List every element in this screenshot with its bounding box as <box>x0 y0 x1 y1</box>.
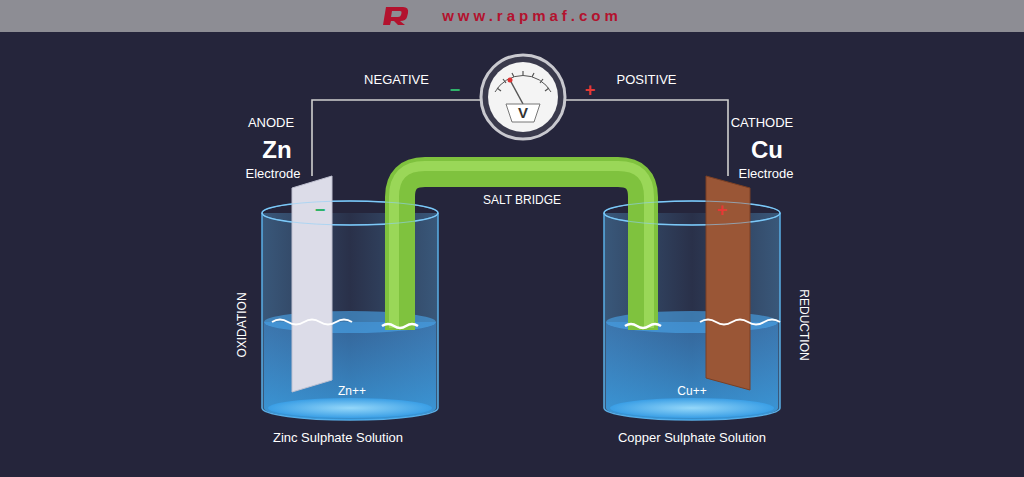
copper-plate <box>706 176 750 390</box>
node-text: + <box>717 201 728 221</box>
node-text: V <box>518 105 528 122</box>
node-text: Electrode <box>246 167 301 181</box>
node-text: Cu++ <box>677 385 706 398</box>
zinc-plate <box>292 176 332 392</box>
copper-beaker-box: Cu++Copper Sulphate Solution <box>604 205 780 417</box>
header-bar <box>0 0 1024 32</box>
node-text: CATHODE <box>731 116 794 130</box>
wire <box>312 100 481 176</box>
zinc-beaker-rim <box>262 201 438 225</box>
zinc-beaker-box: Zn++Zinc Sulphate Solution <box>262 205 438 417</box>
watermark: www.rapmaf.com <box>442 8 622 25</box>
copper-beaker-rim <box>604 201 780 225</box>
node-text: Zn <box>262 137 291 163</box>
node-text: Cu <box>751 137 783 163</box>
anode-electrode: ANODEZnElectrode− <box>292 176 332 392</box>
salt-bridge-label: SALT BRIDGE <box>483 194 561 207</box>
negative-sign: − <box>450 81 461 101</box>
salt-bridge <box>382 166 661 330</box>
copper-ripple <box>700 320 780 325</box>
voltmeter <box>481 55 565 139</box>
oxidation-label: OXIDATION <box>236 292 249 357</box>
voltmeter-box: V <box>481 55 565 139</box>
positive-sign: + <box>585 81 596 101</box>
cathode-electrode: CATHODECuElectrode+ <box>706 176 750 390</box>
node-text: Copper Sulphate Solution <box>618 431 766 445</box>
node-text: − <box>315 201 326 221</box>
wire-label: NEGATIVE <box>364 73 429 87</box>
node-text: Electrode <box>739 167 794 181</box>
node-text: Zinc Sulphate Solution <box>273 431 403 445</box>
reduction-label: REDUCTION <box>796 289 809 360</box>
zinc-ripple <box>272 320 352 325</box>
node-text: Zn++ <box>338 385 366 398</box>
wire <box>565 100 728 176</box>
logo <box>383 7 408 25</box>
node-text: ANODE <box>248 116 294 130</box>
wire-label: POSITIVE <box>617 73 677 87</box>
